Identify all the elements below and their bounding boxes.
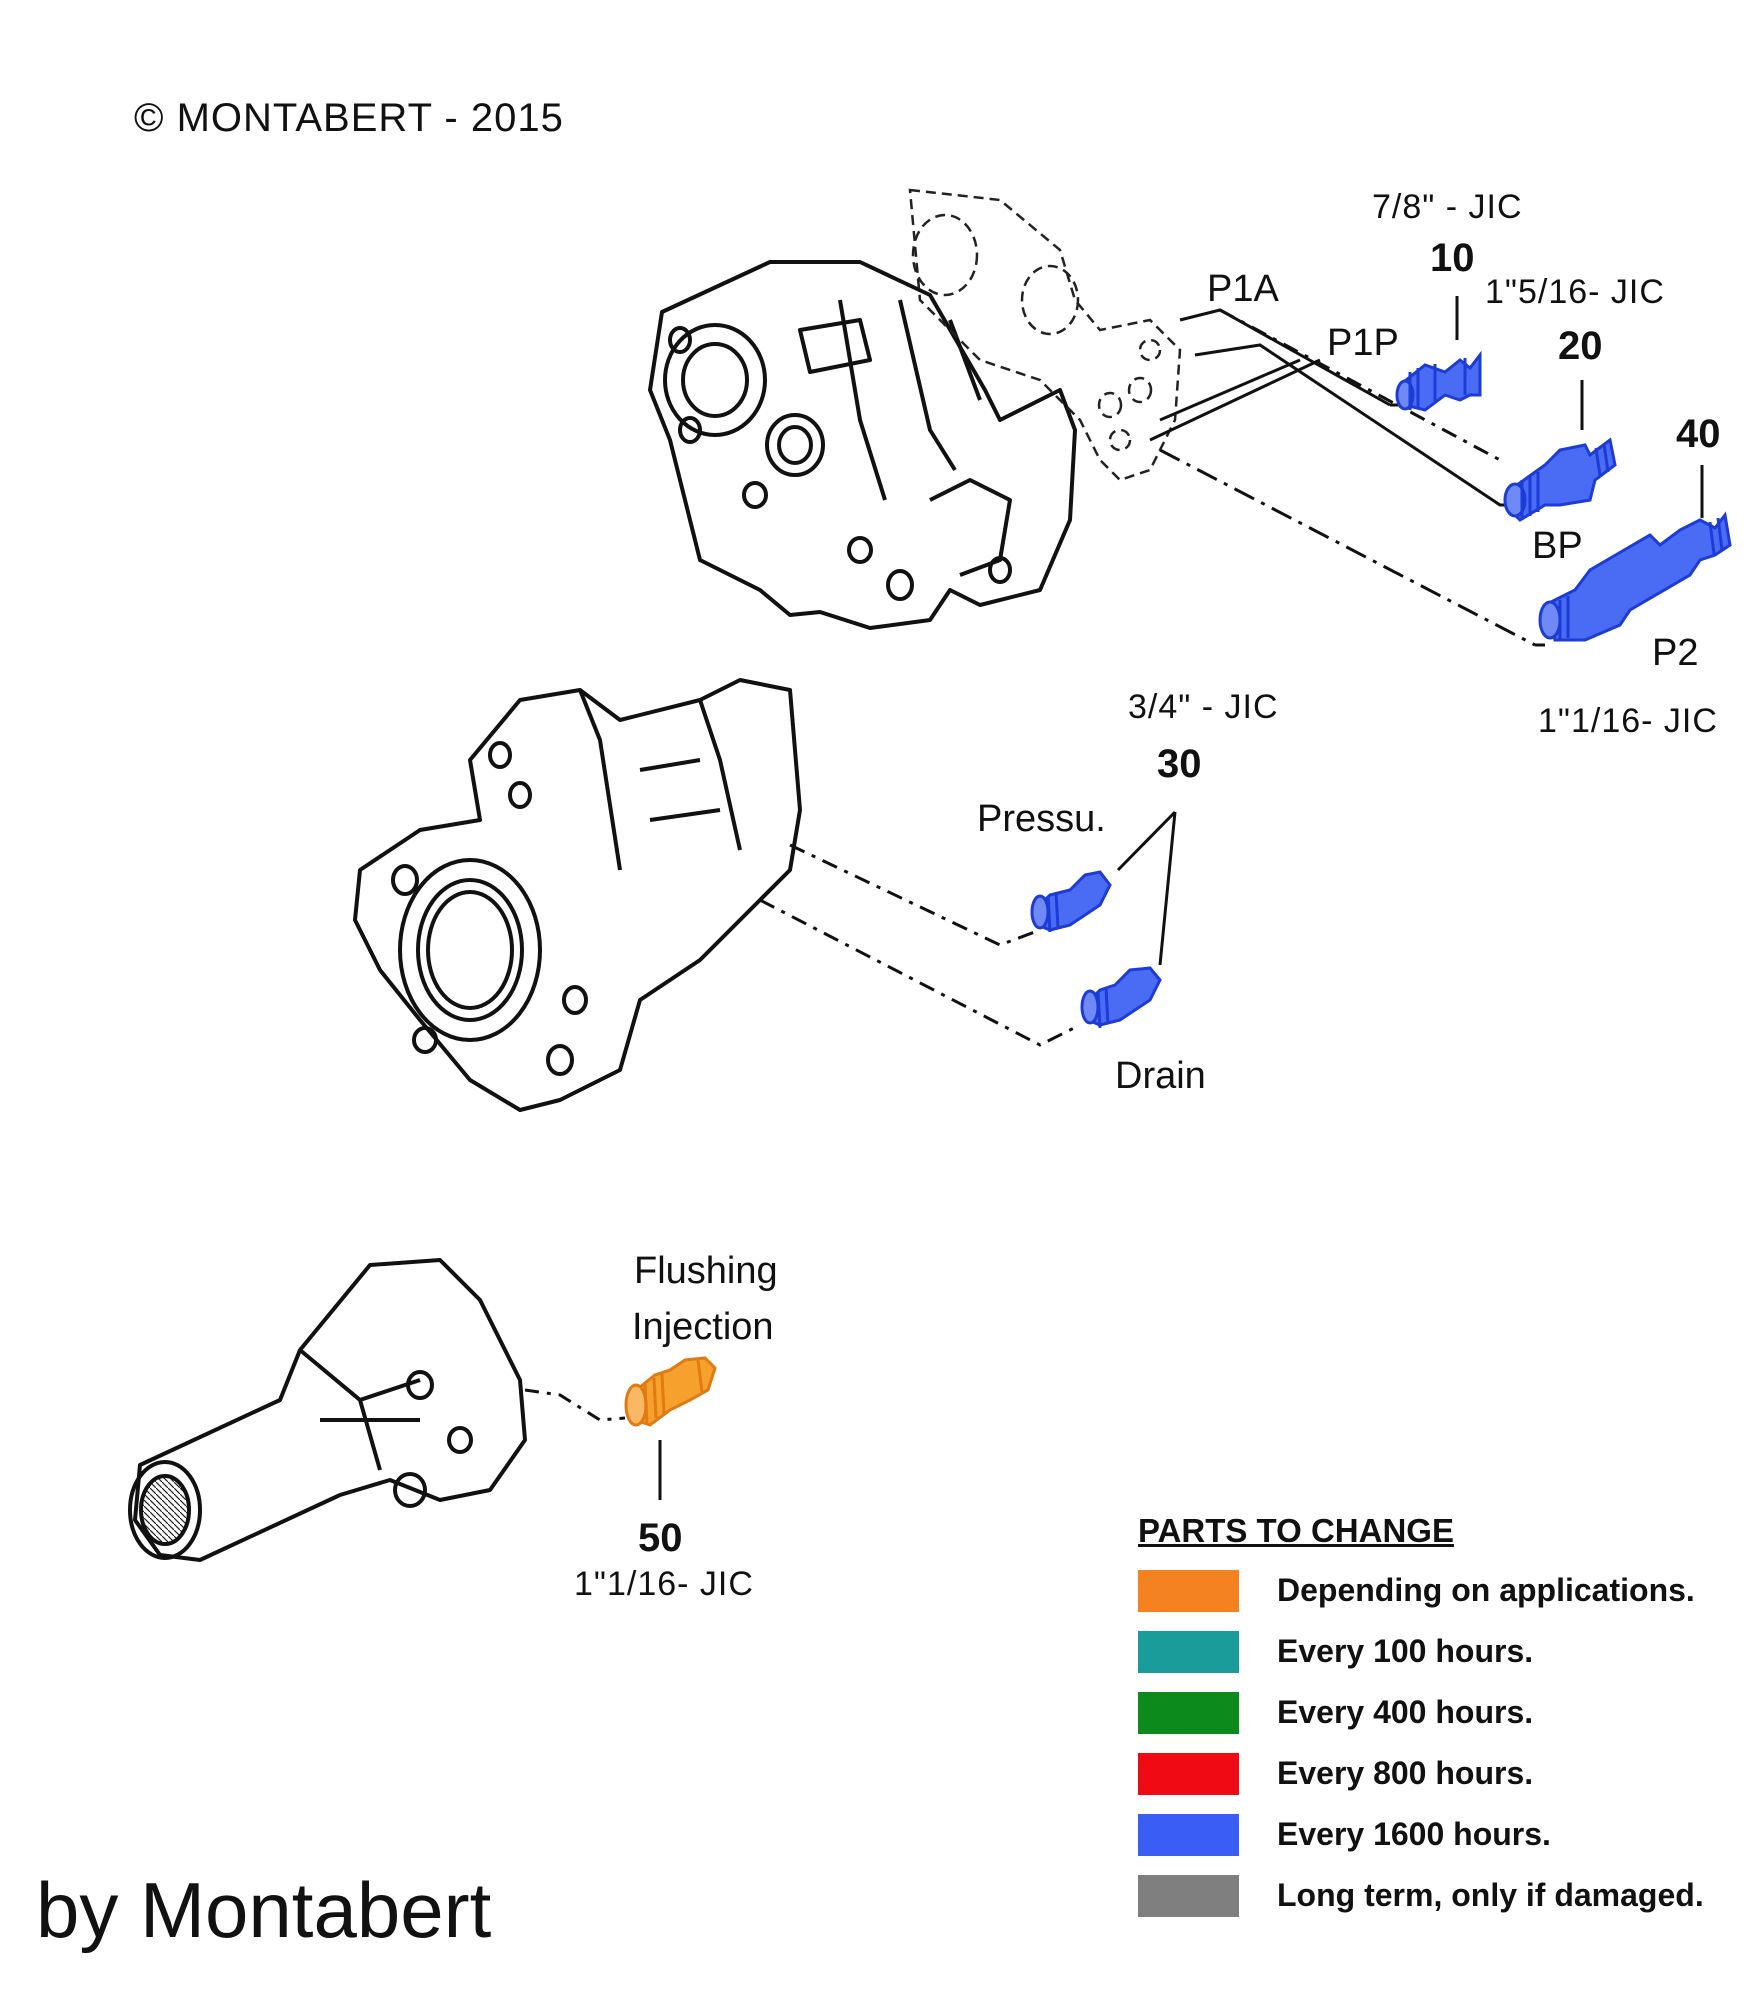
callout-10-spec: 7/8" - JIC <box>1372 188 1523 226</box>
legend-row: Every 400 hours. <box>1138 1682 1738 1743</box>
byline-text: by Montabert <box>36 1866 492 1954</box>
fitting-30-pressure-icon <box>1030 870 1112 933</box>
fitting-30-drain-icon <box>1080 966 1162 1029</box>
legend-row: Long term, only if damaged. <box>1138 1865 1738 1926</box>
top-valve-block <box>648 260 1077 630</box>
legend-label: Every 800 hours. <box>1277 1755 1534 1791</box>
callout-40-number: 40 <box>1676 412 1721 456</box>
middle-leader-lines <box>759 810 1177 1047</box>
port-p2-label: P2 <box>1652 632 1699 674</box>
flushing-label-line2: Injection <box>632 1306 774 1348</box>
middle-housing <box>353 678 802 1112</box>
fitting-10-icon <box>1395 350 1482 412</box>
bottom-leader-lines <box>524 1388 662 1500</box>
legend-swatch <box>1138 1569 1239 1612</box>
callout-40-spec: 1"1/16- JIC <box>1538 702 1718 740</box>
gasket-outline <box>908 188 1182 482</box>
callout-30-number: 30 <box>1157 742 1202 786</box>
legend-swatch <box>1138 1691 1239 1734</box>
legend-row: Every 1600 hours. <box>1138 1804 1738 1865</box>
legend-row: Every 100 hours. <box>1138 1621 1738 1682</box>
legend-label: Every 1600 hours. <box>1277 1816 1551 1852</box>
bottom-front-head <box>128 1258 527 1562</box>
port-drain-label: Drain <box>1115 1055 1206 1097</box>
callout-20-number: 20 <box>1558 324 1603 368</box>
legend-swatch <box>1138 1752 1239 1795</box>
callout-20-spec: 1"5/16- JIC <box>1485 273 1665 311</box>
fitting-50-icon <box>624 1356 717 1427</box>
port-p1a-label: P1A <box>1207 268 1279 310</box>
legend-title: PARTS TO CHANGE <box>1138 1512 1454 1549</box>
port-pressure-label: Pressu. <box>977 798 1106 840</box>
top-leader-lines <box>1149 296 1704 647</box>
callout-50-number: 50 <box>638 1516 683 1560</box>
fitting-20-icon <box>1503 437 1617 522</box>
flushing-label-line1: Flushing <box>634 1250 778 1292</box>
legend-label: Every 100 hours. <box>1277 1633 1534 1669</box>
legend-row: Every 800 hours. <box>1138 1743 1738 1804</box>
callout-10-number: 10 <box>1430 236 1475 280</box>
port-bp-label: BP <box>1532 525 1583 567</box>
copyright-text: © MONTABERT - 2015 <box>134 96 564 140</box>
legend-row: Depending on applications. <box>1138 1560 1738 1621</box>
legend-label: Every 400 hours. <box>1277 1694 1534 1730</box>
legend-label: Long term, only if damaged. <box>1277 1877 1704 1913</box>
port-p1p-label: P1P <box>1327 322 1399 364</box>
callout-30-spec: 3/4" - JIC <box>1128 688 1279 726</box>
callout-50-spec: 1"1/16- JIC <box>574 1565 754 1603</box>
legend-swatch <box>1138 1630 1239 1673</box>
fitting-40-icon <box>1538 511 1732 642</box>
legend-swatch <box>1138 1813 1239 1856</box>
legend-label: Depending on applications. <box>1277 1572 1695 1608</box>
parts-legend: PARTS TO CHANGE Depending on application… <box>1138 1512 1738 1926</box>
legend-swatch <box>1138 1874 1239 1917</box>
